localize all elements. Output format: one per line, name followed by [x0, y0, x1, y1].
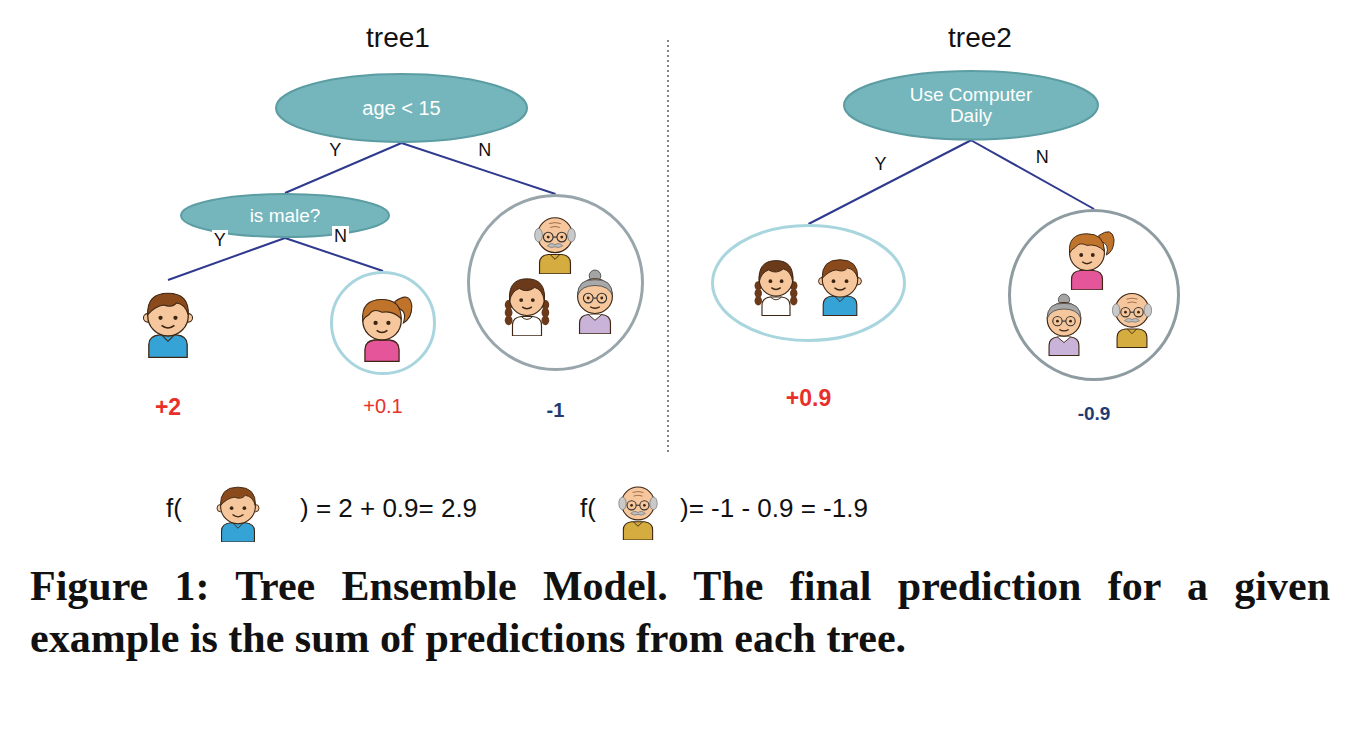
branch-label: N [1034, 147, 1051, 167]
node-outline [1008, 209, 1180, 381]
leaf-value: +2 [155, 395, 181, 421]
grandma-figure [1047, 294, 1081, 356]
leaf-circle [713, 226, 905, 341]
branch-line [971, 140, 1094, 209]
formula-text: f( [166, 493, 182, 524]
leaf-circle [332, 273, 435, 374]
decision-ellipse: age < 15 [275, 73, 528, 143]
leaf-node: +0.9 [711, 224, 906, 342]
boy-figure [819, 260, 862, 316]
boy-figure [143, 293, 192, 357]
divider [667, 40, 668, 452]
boy-figure [217, 487, 259, 542]
leaf-node: +2 [133, 280, 203, 362]
node-outline [467, 194, 644, 371]
leaf-node: -0.9 [1008, 209, 1180, 381]
leaf-value: +0.9 [786, 386, 831, 412]
girl-figure [505, 279, 549, 336]
node-label: age < 15 [362, 97, 440, 119]
girl-figure [363, 297, 412, 361]
leaf-node: -1 [467, 194, 644, 371]
formula-text: f( [580, 493, 596, 524]
leaf-value: -1 [547, 399, 565, 421]
node-label: Use Computer Daily [901, 84, 1041, 127]
girl-figure [1069, 232, 1114, 290]
ellipse-shape [844, 71, 1098, 140]
tree-title: tree2 [948, 22, 1012, 54]
node-label: is male? [250, 205, 321, 226]
tree-title: tree1 [366, 22, 430, 54]
branch-label: Y [873, 154, 889, 174]
leaf-value: +0.1 [363, 395, 402, 417]
leaf-circle [1010, 211, 1179, 380]
node-outline [330, 271, 436, 375]
branch-label: Y [212, 230, 228, 250]
decision-ellipse: Use Computer Daily [843, 70, 1099, 141]
branch-label: Y [327, 140, 343, 160]
figure-caption: Figure 1: Tree Ensemble Model. The final… [30, 560, 1330, 664]
ellipse-shape [276, 74, 527, 142]
formula-text: ) = 2 + 0.9= 2.9 [300, 493, 477, 524]
branch-label: N [476, 140, 493, 160]
branch-line [809, 140, 972, 224]
grandpa-figure [535, 218, 576, 274]
formula-text: )= -1 - 0.9 = -1.9 [680, 493, 868, 524]
node-outline [711, 224, 906, 342]
grandpa-figure [619, 487, 657, 540]
grandpa-figure [1112, 294, 1151, 348]
grandma-figure [578, 270, 613, 334]
leaf-value: -0.9 [1078, 403, 1111, 424]
leaf-node: +0.1 [330, 271, 436, 375]
branch-label: N [332, 226, 349, 246]
girl-figure [755, 261, 798, 316]
leaf-circle [469, 196, 643, 370]
